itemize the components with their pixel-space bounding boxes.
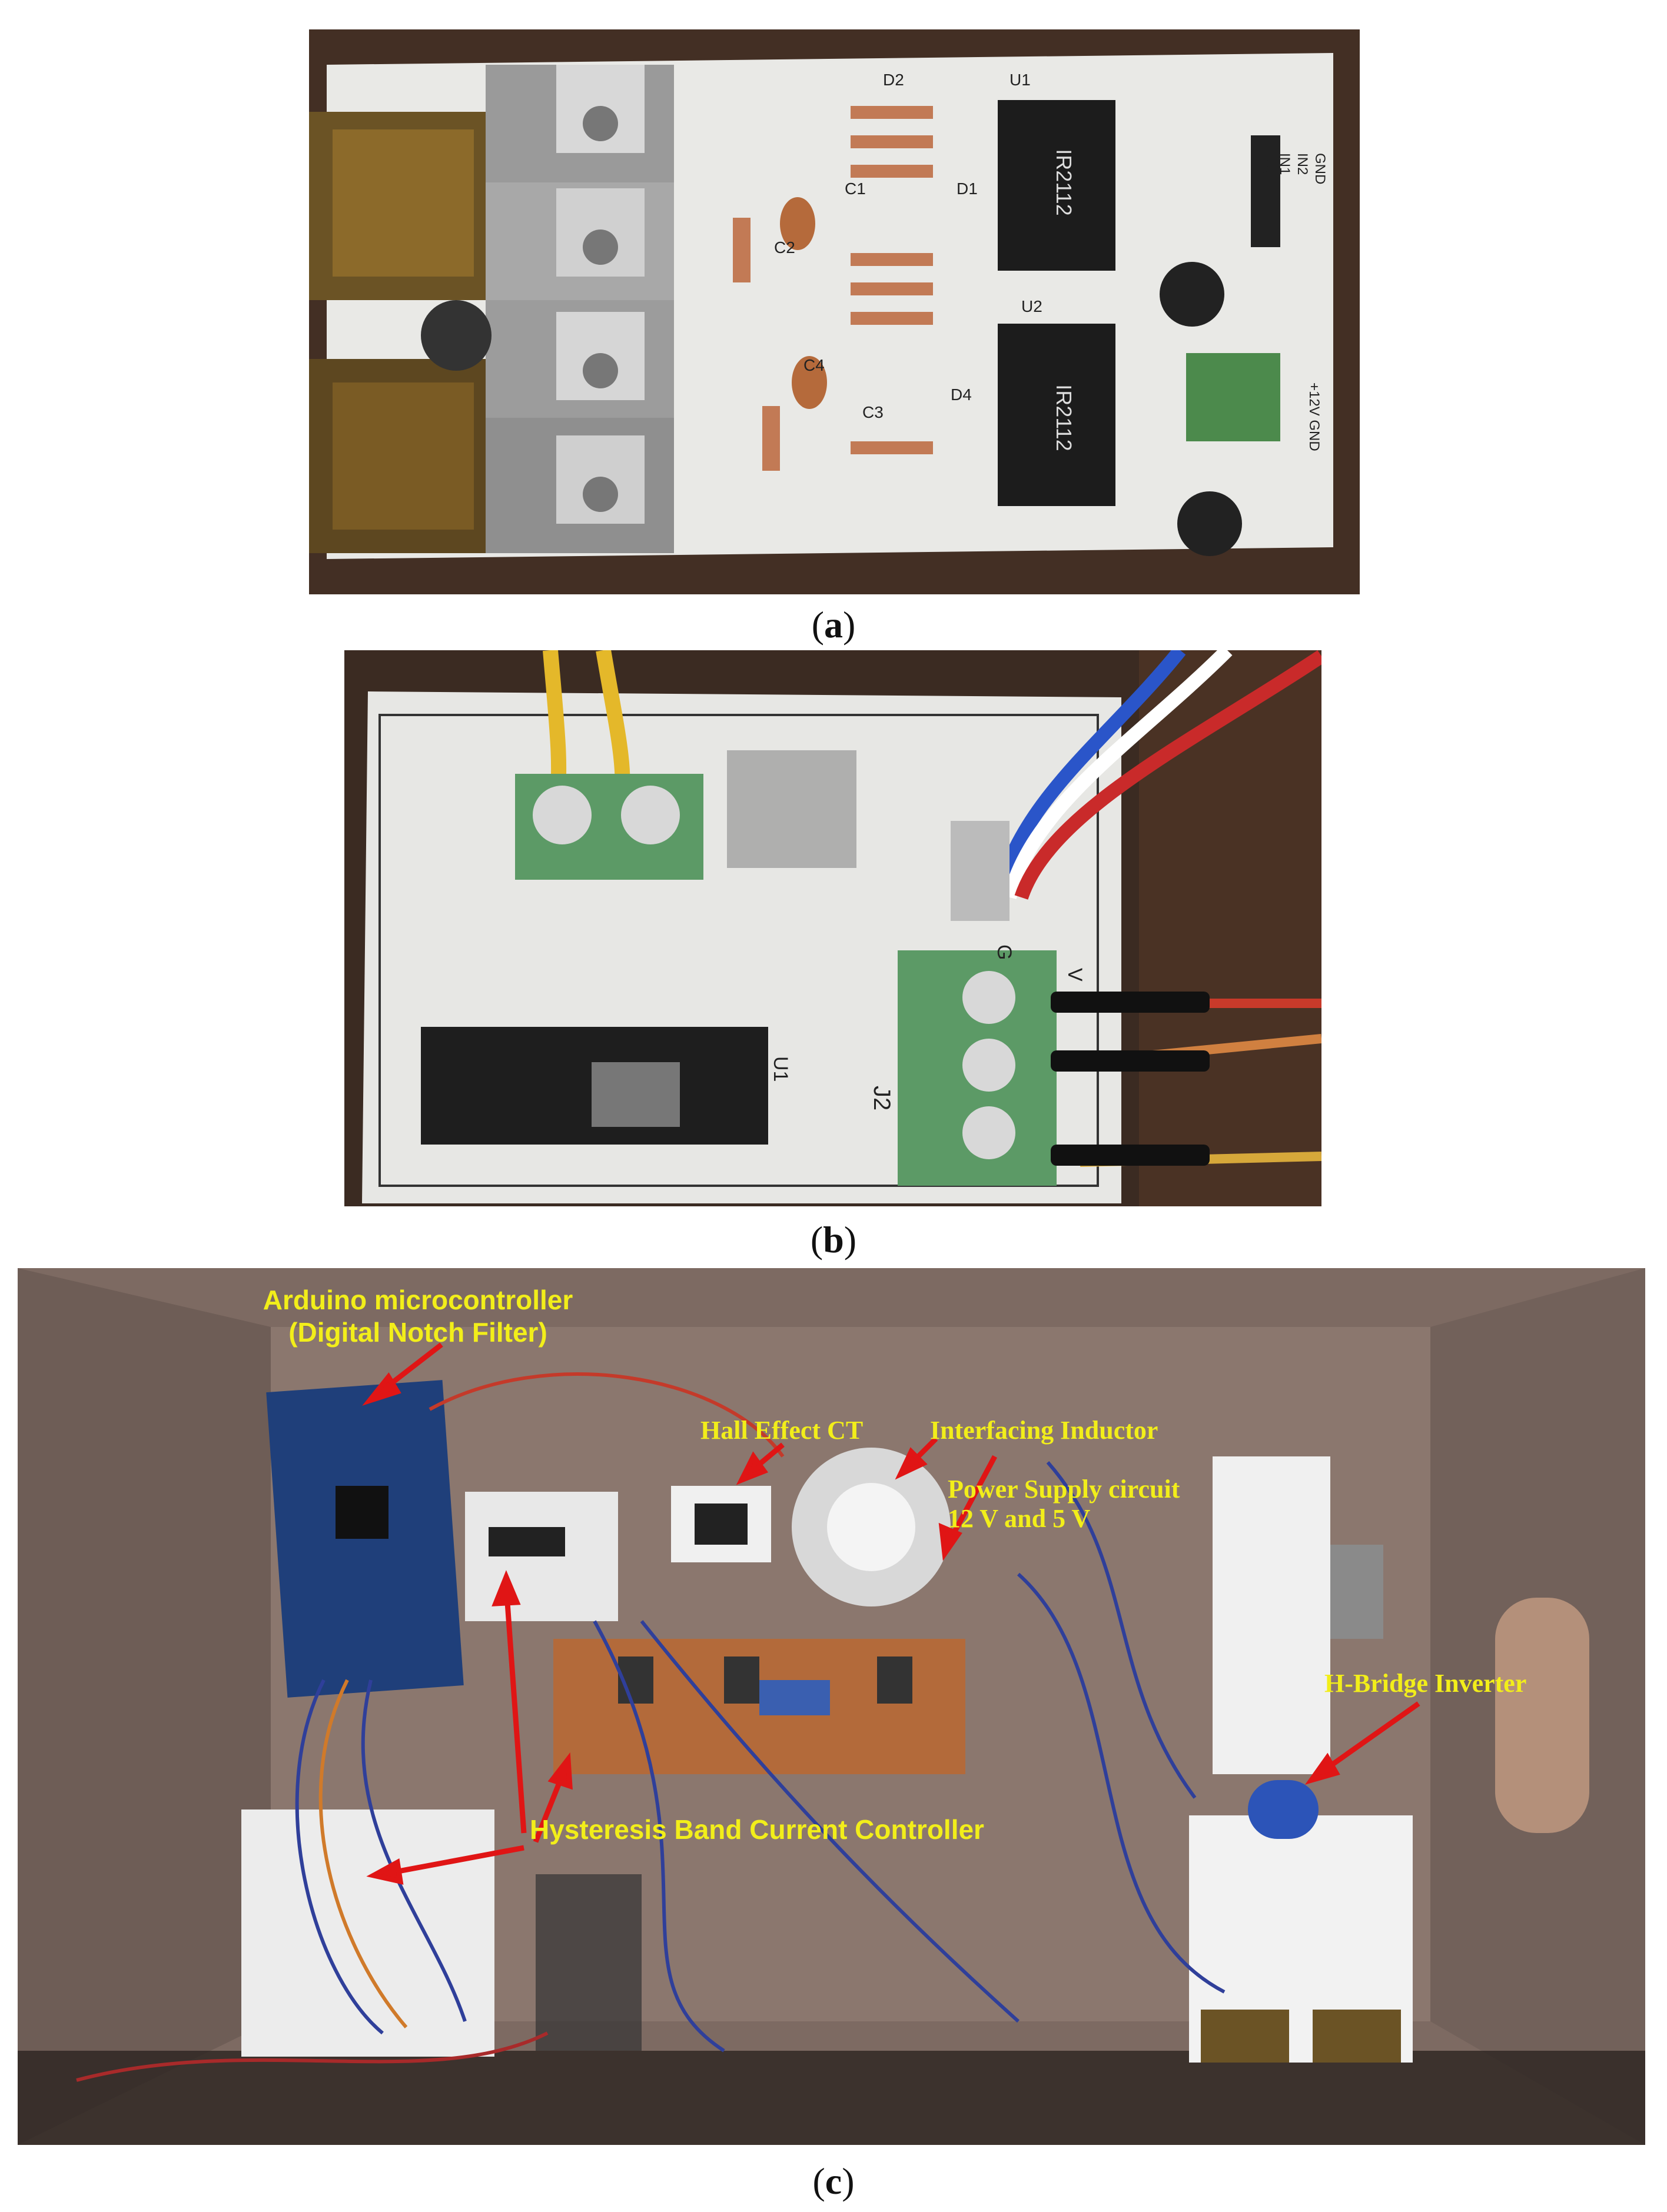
label-arduino-line1: Arduino microcontroller — [263, 1285, 573, 1315]
silk-u: U1 — [769, 1056, 792, 1082]
silk-c2: C2 — [774, 238, 795, 257]
passive-components — [733, 106, 1280, 556]
hysteresis-controller-board — [241, 1809, 494, 2057]
caption-c: (c) — [812, 2160, 855, 2202]
label-h-bridge: H-Bridge Inverter — [1324, 1669, 1526, 1698]
gate-driver-board-photo: IR2112 IR2112 D2 U1 C1 D1 C2 C3 C4 D4 U2 — [309, 29, 1360, 594]
transformer-board — [1213, 1456, 1330, 1774]
silk-g: G — [993, 944, 1015, 960]
label-arduino-line2: (Digital Notch Filter) — [288, 1317, 547, 1348]
silk-u2: U2 — [1021, 297, 1042, 315]
wiring-harness — [76, 1372, 1226, 2082]
silk-power: +12V GND — [1306, 382, 1322, 451]
arduino-board — [266, 1380, 464, 1698]
enclosure-left-wall — [18, 1268, 271, 2145]
silk-c3: C3 — [862, 403, 884, 421]
silk-d4: D4 — [951, 385, 972, 404]
ic-u1 — [998, 100, 1115, 271]
heatsink-array — [486, 65, 674, 553]
label-hysteresis: Hysteresis Band Current Controller — [530, 1814, 984, 1845]
silk-pin-in1: IN1 — [1277, 153, 1293, 175]
capacitor-large — [421, 300, 492, 371]
silk-d1: D1 — [957, 179, 978, 198]
callout-arrows — [362, 1342, 1420, 1885]
silk-j2: J2 — [869, 1086, 895, 1110]
silk-c4: C4 — [803, 356, 825, 374]
label-hall-ct: Hall Effect CT — [700, 1416, 863, 1445]
controller-board-photo: J2 G V U1 — [344, 650, 1321, 1206]
label-psu-line2: 12 V and 5 V — [948, 1504, 1090, 1533]
ic2-marking: IR2112 — [1052, 384, 1076, 451]
prototype-enclosure-photo: Arduino microcontroller (Digital Notch F… — [18, 1268, 1645, 2145]
label-inductor: Interfacing Inductor — [930, 1416, 1158, 1445]
label-psu-line1: Power Supply circuit — [948, 1475, 1180, 1504]
caption-b: (b) — [810, 1219, 857, 1260]
handle-cutout — [1495, 1598, 1589, 1833]
silk-v: V — [1064, 968, 1086, 982]
silk-c1: C1 — [845, 179, 866, 198]
photo-panel-c: Arduino microcontroller (Digital Notch F… — [18, 1268, 1645, 2145]
photo-panel-a: IR2112 IR2112 D2 U1 C1 D1 C2 C3 C4 D4 U2 — [309, 29, 1360, 594]
ic1-marking: IR2112 — [1052, 149, 1076, 215]
silk-u1: U1 — [1010, 71, 1031, 89]
inductor-toroid — [792, 1448, 951, 1606]
caption-a: (a) — [811, 604, 856, 646]
pin-header — [951, 821, 1010, 921]
photo-panel-b: J2 G V U1 — [344, 650, 1321, 1206]
ic-u2 — [998, 324, 1115, 506]
silk-pin-5v: +5V — [1259, 153, 1275, 178]
silk-d2: D2 — [883, 71, 904, 89]
silk-pin-gnd: GND — [1312, 153, 1328, 184]
silk-pin-in2: IN2 — [1294, 153, 1310, 175]
